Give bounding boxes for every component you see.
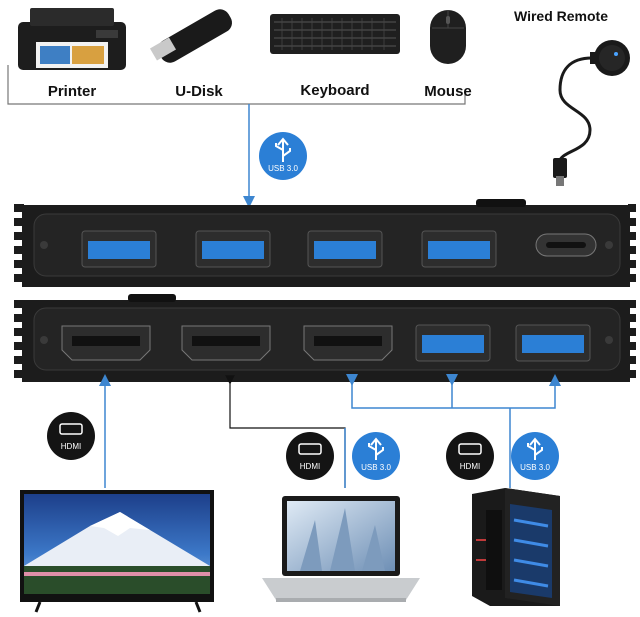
laptop-icon — [262, 496, 420, 602]
mouse-icon — [430, 10, 466, 64]
usb-badge-pc: USB 3.0 — [511, 432, 559, 480]
hdmi-port-1 — [61, 325, 151, 361]
hdmi-port-2 — [181, 325, 271, 361]
usb-port-6 — [515, 324, 591, 362]
usb-c-port — [535, 233, 597, 257]
hdmi-port-3 — [303, 325, 393, 361]
usb-badge-top-label: USB 3.0 — [268, 164, 298, 173]
usb-badge-laptop-label: USB 3.0 — [361, 463, 391, 472]
kvm-switch-bottom-panel — [14, 294, 636, 382]
printer-icon — [18, 8, 126, 70]
hdmi-badge-laptop: HDMI — [286, 432, 334, 480]
hdmi-badge-pc: HDMI — [446, 432, 494, 480]
hdmi-badge-pc-label: HDMI — [460, 462, 480, 471]
usb-port-1 — [81, 230, 157, 268]
usb-badge-pc-label: USB 3.0 — [520, 463, 550, 472]
usb-port-4 — [421, 230, 497, 268]
hdmi-badge-tv: HDMI — [47, 412, 95, 460]
wired-remote-label: Wired Remote — [514, 8, 609, 24]
usb-port-2 — [195, 230, 271, 268]
udisk-label: U-Disk — [175, 83, 223, 100]
usb-badge-top: USB 3.0 — [259, 132, 307, 180]
printer-label: Printer — [47, 83, 97, 100]
usb-port-3 — [307, 230, 383, 268]
mouse-label: Mouse — [424, 83, 472, 100]
hdmi-badge-laptop-label: HDMI — [300, 462, 320, 471]
usb-badge-laptop: USB 3.0 — [352, 432, 400, 480]
keyboard-label: Keyboard — [300, 82, 370, 99]
keyboard-icon — [270, 14, 400, 54]
wired-remote-icon — [553, 40, 630, 186]
hdmi-badge-tv-label: HDMI — [61, 442, 81, 451]
usb-disk-icon — [149, 9, 232, 63]
usb-port-5 — [415, 324, 491, 362]
tv-monitor-icon — [20, 490, 214, 613]
kvm-switch-top-panel — [14, 199, 636, 287]
desktop-pc-tower-icon — [472, 488, 560, 606]
